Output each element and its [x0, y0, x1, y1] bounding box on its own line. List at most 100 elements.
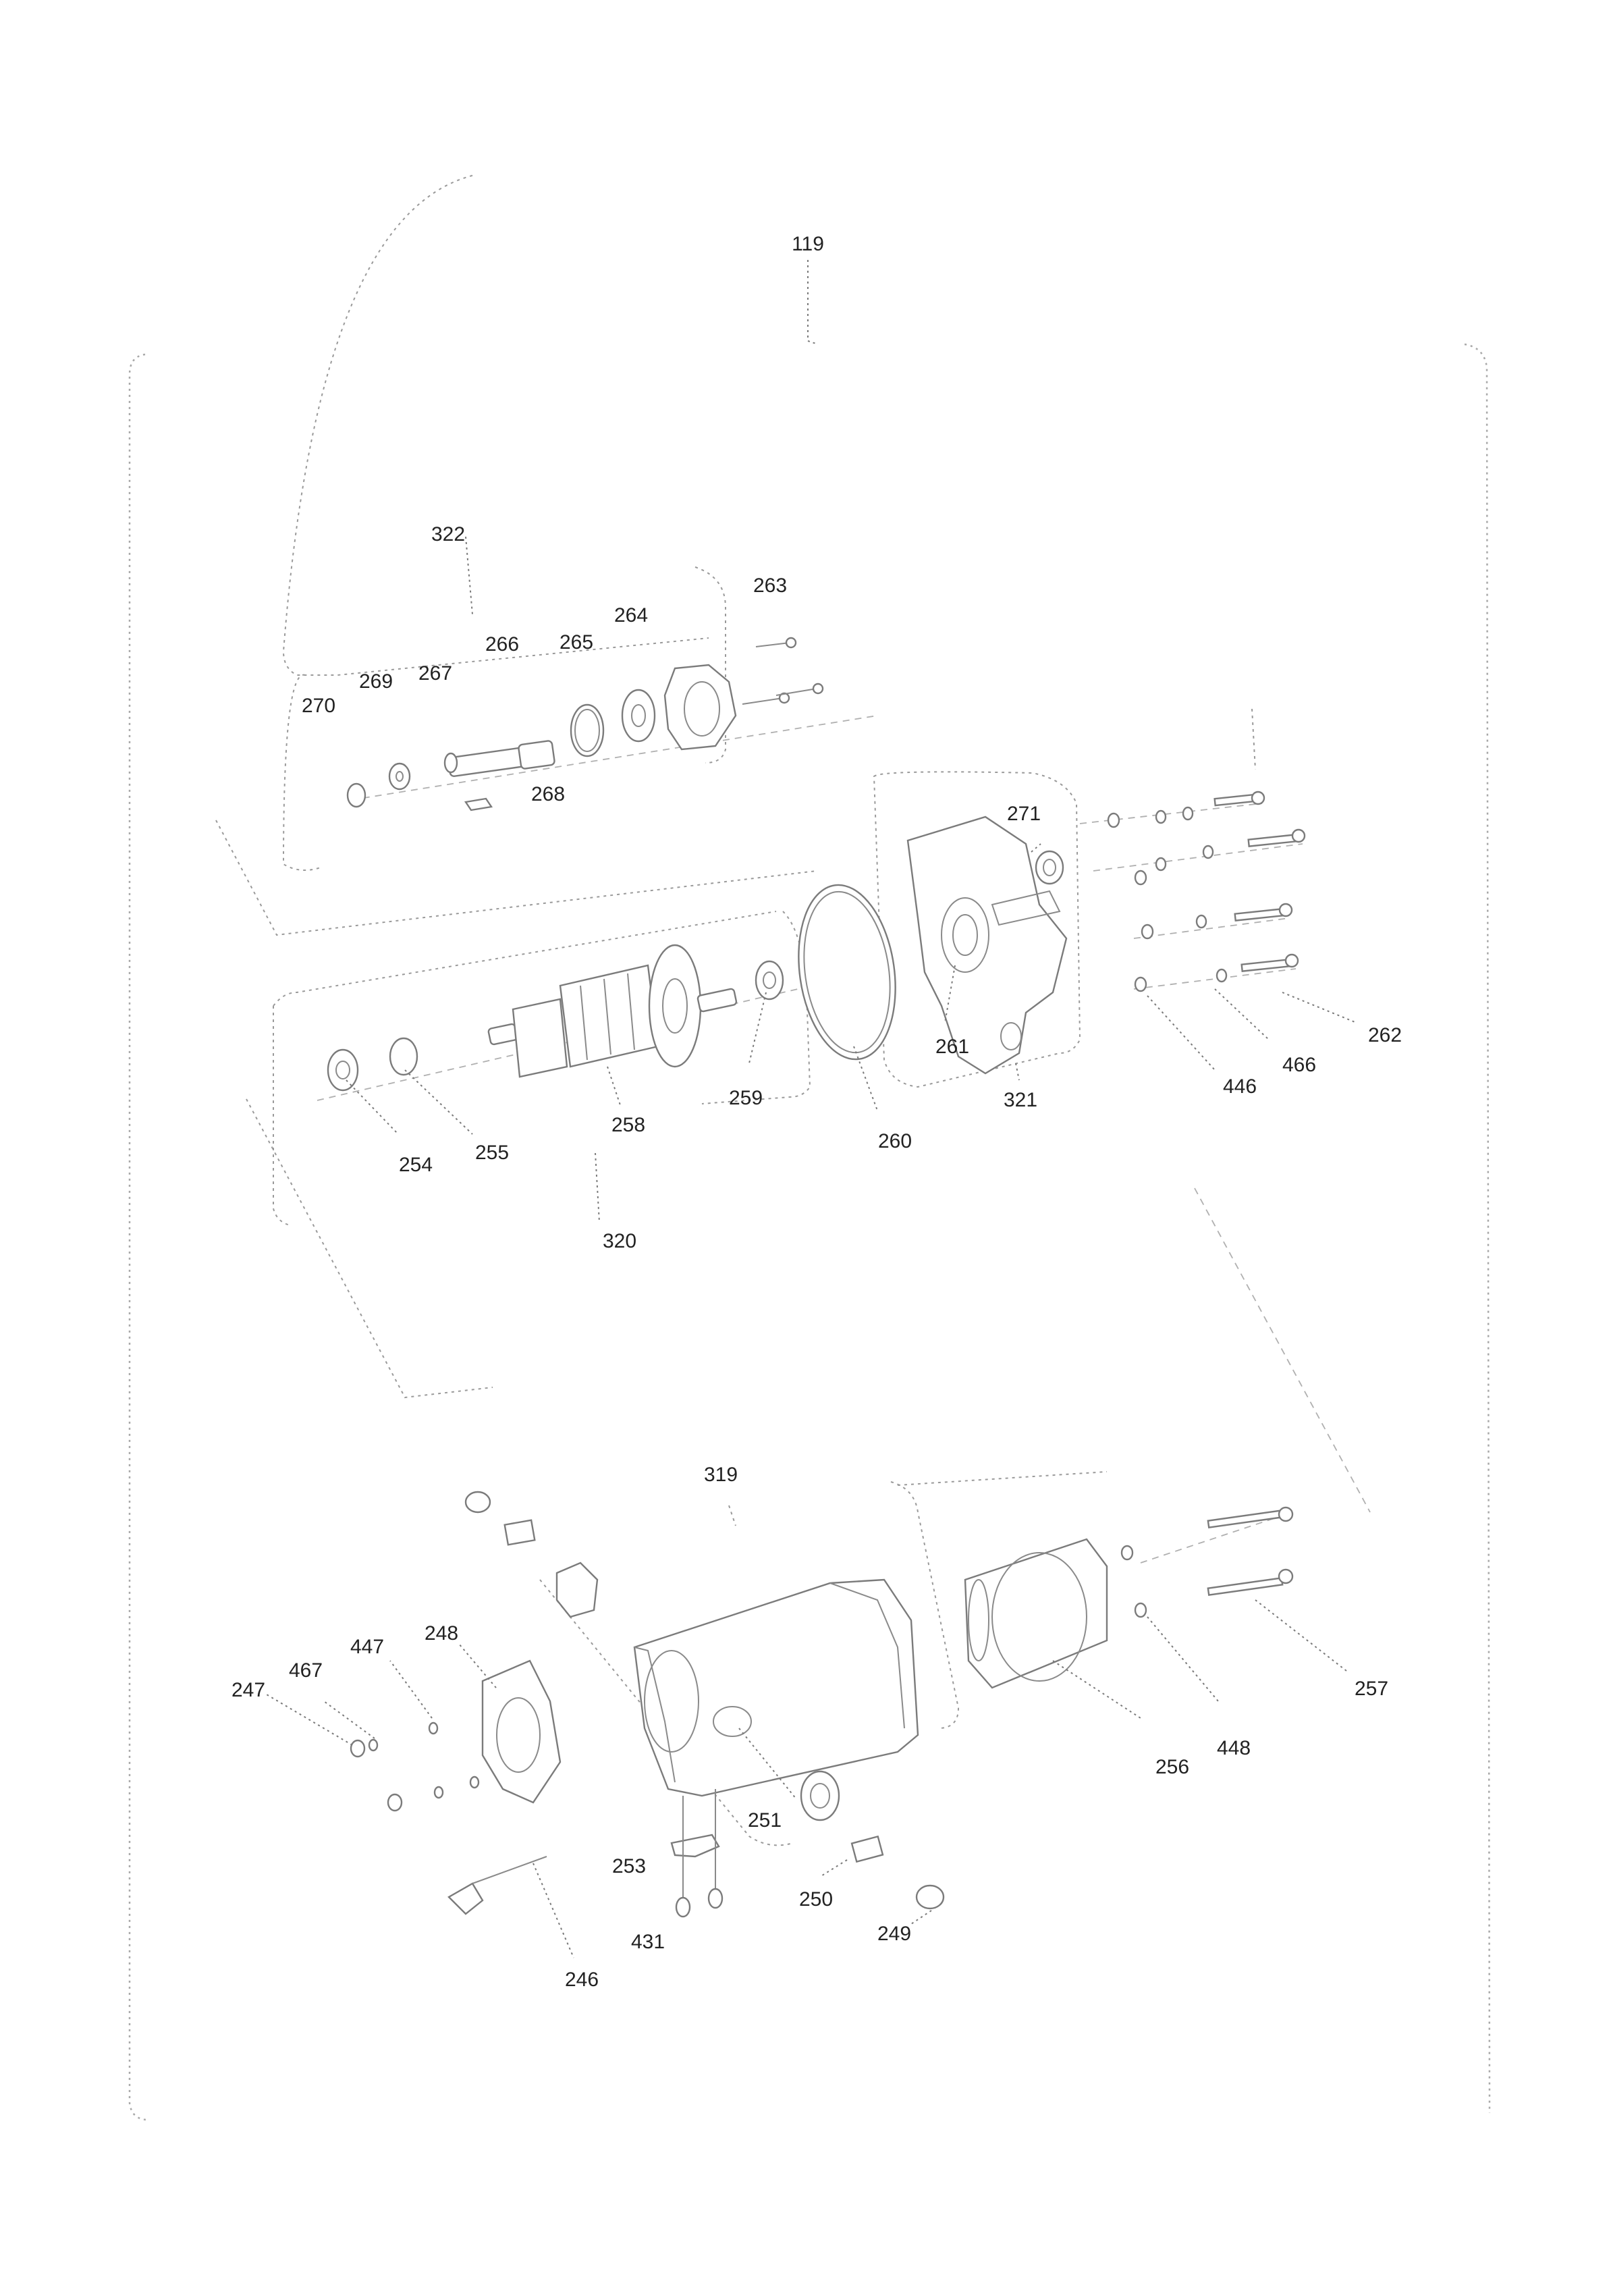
callout-319: 319 [703, 1464, 738, 1486]
brush-holder-top [464, 1491, 599, 1618]
callout-431: 431 [630, 1931, 665, 1953]
callout-119: 119 [792, 233, 824, 255]
callout-265: 265 [559, 631, 594, 653]
screws-431 [675, 1789, 724, 1918]
brush-plate-248 [481, 1659, 562, 1804]
callout-268: 268 [530, 783, 566, 805]
callout-250: 250 [798, 1888, 834, 1911]
callout-258: 258 [611, 1114, 646, 1136]
leader-258 [607, 1066, 622, 1108]
leader-447 [389, 1660, 433, 1719]
screws-263 [742, 637, 824, 705]
leader-254 [346, 1079, 399, 1135]
leader-466 [1214, 988, 1270, 1040]
leader-448 [1147, 1616, 1219, 1702]
callout-266: 266 [485, 633, 520, 656]
circlip-270 [346, 782, 366, 808]
bearing-265 [621, 689, 656, 743]
leader-259 [748, 992, 767, 1064]
callout-251: 251 [747, 1809, 782, 1832]
leader-271 [1031, 843, 1041, 853]
bearing-259 [755, 960, 784, 1000]
leader-247 [266, 1694, 353, 1746]
callout-322: 322 [431, 523, 466, 545]
callout-447: 447 [350, 1636, 385, 1658]
callout-248: 248 [424, 1622, 459, 1645]
seal-ring-260 [798, 884, 896, 1061]
leader-255 [404, 1069, 473, 1135]
callout-267: 267 [418, 662, 453, 685]
ring-266 [570, 703, 605, 757]
leader-467 [323, 1701, 375, 1739]
callout-467: 467 [288, 1659, 323, 1682]
leader-322 [465, 536, 473, 615]
callout-253: 253 [611, 1855, 647, 1877]
callout-255: 255 [474, 1142, 510, 1164]
callout-466: 466 [1282, 1054, 1317, 1076]
leader-249 [910, 1910, 932, 1925]
group-frame-320 [273, 911, 811, 1104]
screws-247 [350, 1739, 403, 1812]
callout-263: 263 [753, 575, 788, 597]
axis-322 [350, 715, 878, 801]
bearing-255 [389, 1037, 418, 1076]
stator-256 [964, 1538, 1108, 1689]
callout-259: 259 [728, 1087, 763, 1109]
callout-254: 254 [398, 1154, 433, 1176]
callout-260: 260 [877, 1130, 912, 1152]
callout-320: 320 [602, 1230, 637, 1252]
leader-251 [738, 1728, 797, 1800]
callout-270: 270 [301, 695, 336, 717]
group-frame-321-top [1251, 708, 1256, 770]
leader-319 [728, 1505, 736, 1526]
group-frame-321 [873, 771, 1081, 1088]
bushing-271 [1035, 850, 1064, 885]
callout-269: 269 [358, 670, 393, 693]
leader-320 [595, 1152, 600, 1223]
callout-448: 448 [1216, 1737, 1251, 1759]
assembly-leader [807, 260, 819, 345]
group-frame-319-right [890, 1481, 960, 1729]
bearing-254 [327, 1048, 359, 1092]
brush-cap-251 [800, 1770, 840, 1821]
leader-260 [853, 1046, 878, 1111]
motor-housing-319 [633, 1578, 919, 1797]
group-frame-319-left [539, 1579, 794, 1846]
callout-257: 257 [1354, 1678, 1389, 1700]
callout-249: 249 [877, 1923, 912, 1945]
bearing-plate-264 [663, 664, 737, 751]
group-frame-322-right [694, 566, 726, 764]
alignment-line [1194, 1187, 1371, 1513]
assembly-frame [128, 343, 1491, 2121]
armature-258 [487, 944, 738, 1078]
washers-466 [1155, 806, 1228, 983]
washers-448 [1120, 1545, 1147, 1618]
key-268 [464, 797, 493, 811]
callout-262: 262 [1367, 1024, 1402, 1046]
leader-257 [1255, 1599, 1347, 1672]
callout-321: 321 [1003, 1089, 1038, 1111]
group-frame-320-plane [246, 1098, 493, 1399]
group-frame-320-left [273, 1006, 291, 1226]
leader-248 [458, 1643, 497, 1688]
callout-264: 264 [613, 604, 649, 626]
washers-467 [368, 1738, 379, 1752]
washers-447 [428, 1721, 480, 1799]
callout-446: 446 [1222, 1075, 1257, 1098]
callout-271: 271 [1006, 803, 1041, 825]
carbon-brush-250 [850, 1835, 884, 1863]
washers-446 [1107, 812, 1154, 992]
leader-262 [1282, 992, 1357, 1023]
washer-269 [388, 762, 411, 791]
cable-clamp-246 [447, 1856, 547, 1915]
leader-246 [533, 1863, 574, 1958]
leader-256 [1052, 1660, 1141, 1719]
callout-247: 247 [231, 1679, 266, 1701]
axis-256 [897, 1471, 1108, 1486]
group-frame-322-plane [215, 820, 817, 936]
gear-shaft-267 [443, 740, 555, 777]
callout-261: 261 [935, 1036, 970, 1058]
screws-262 [1079, 791, 1306, 990]
